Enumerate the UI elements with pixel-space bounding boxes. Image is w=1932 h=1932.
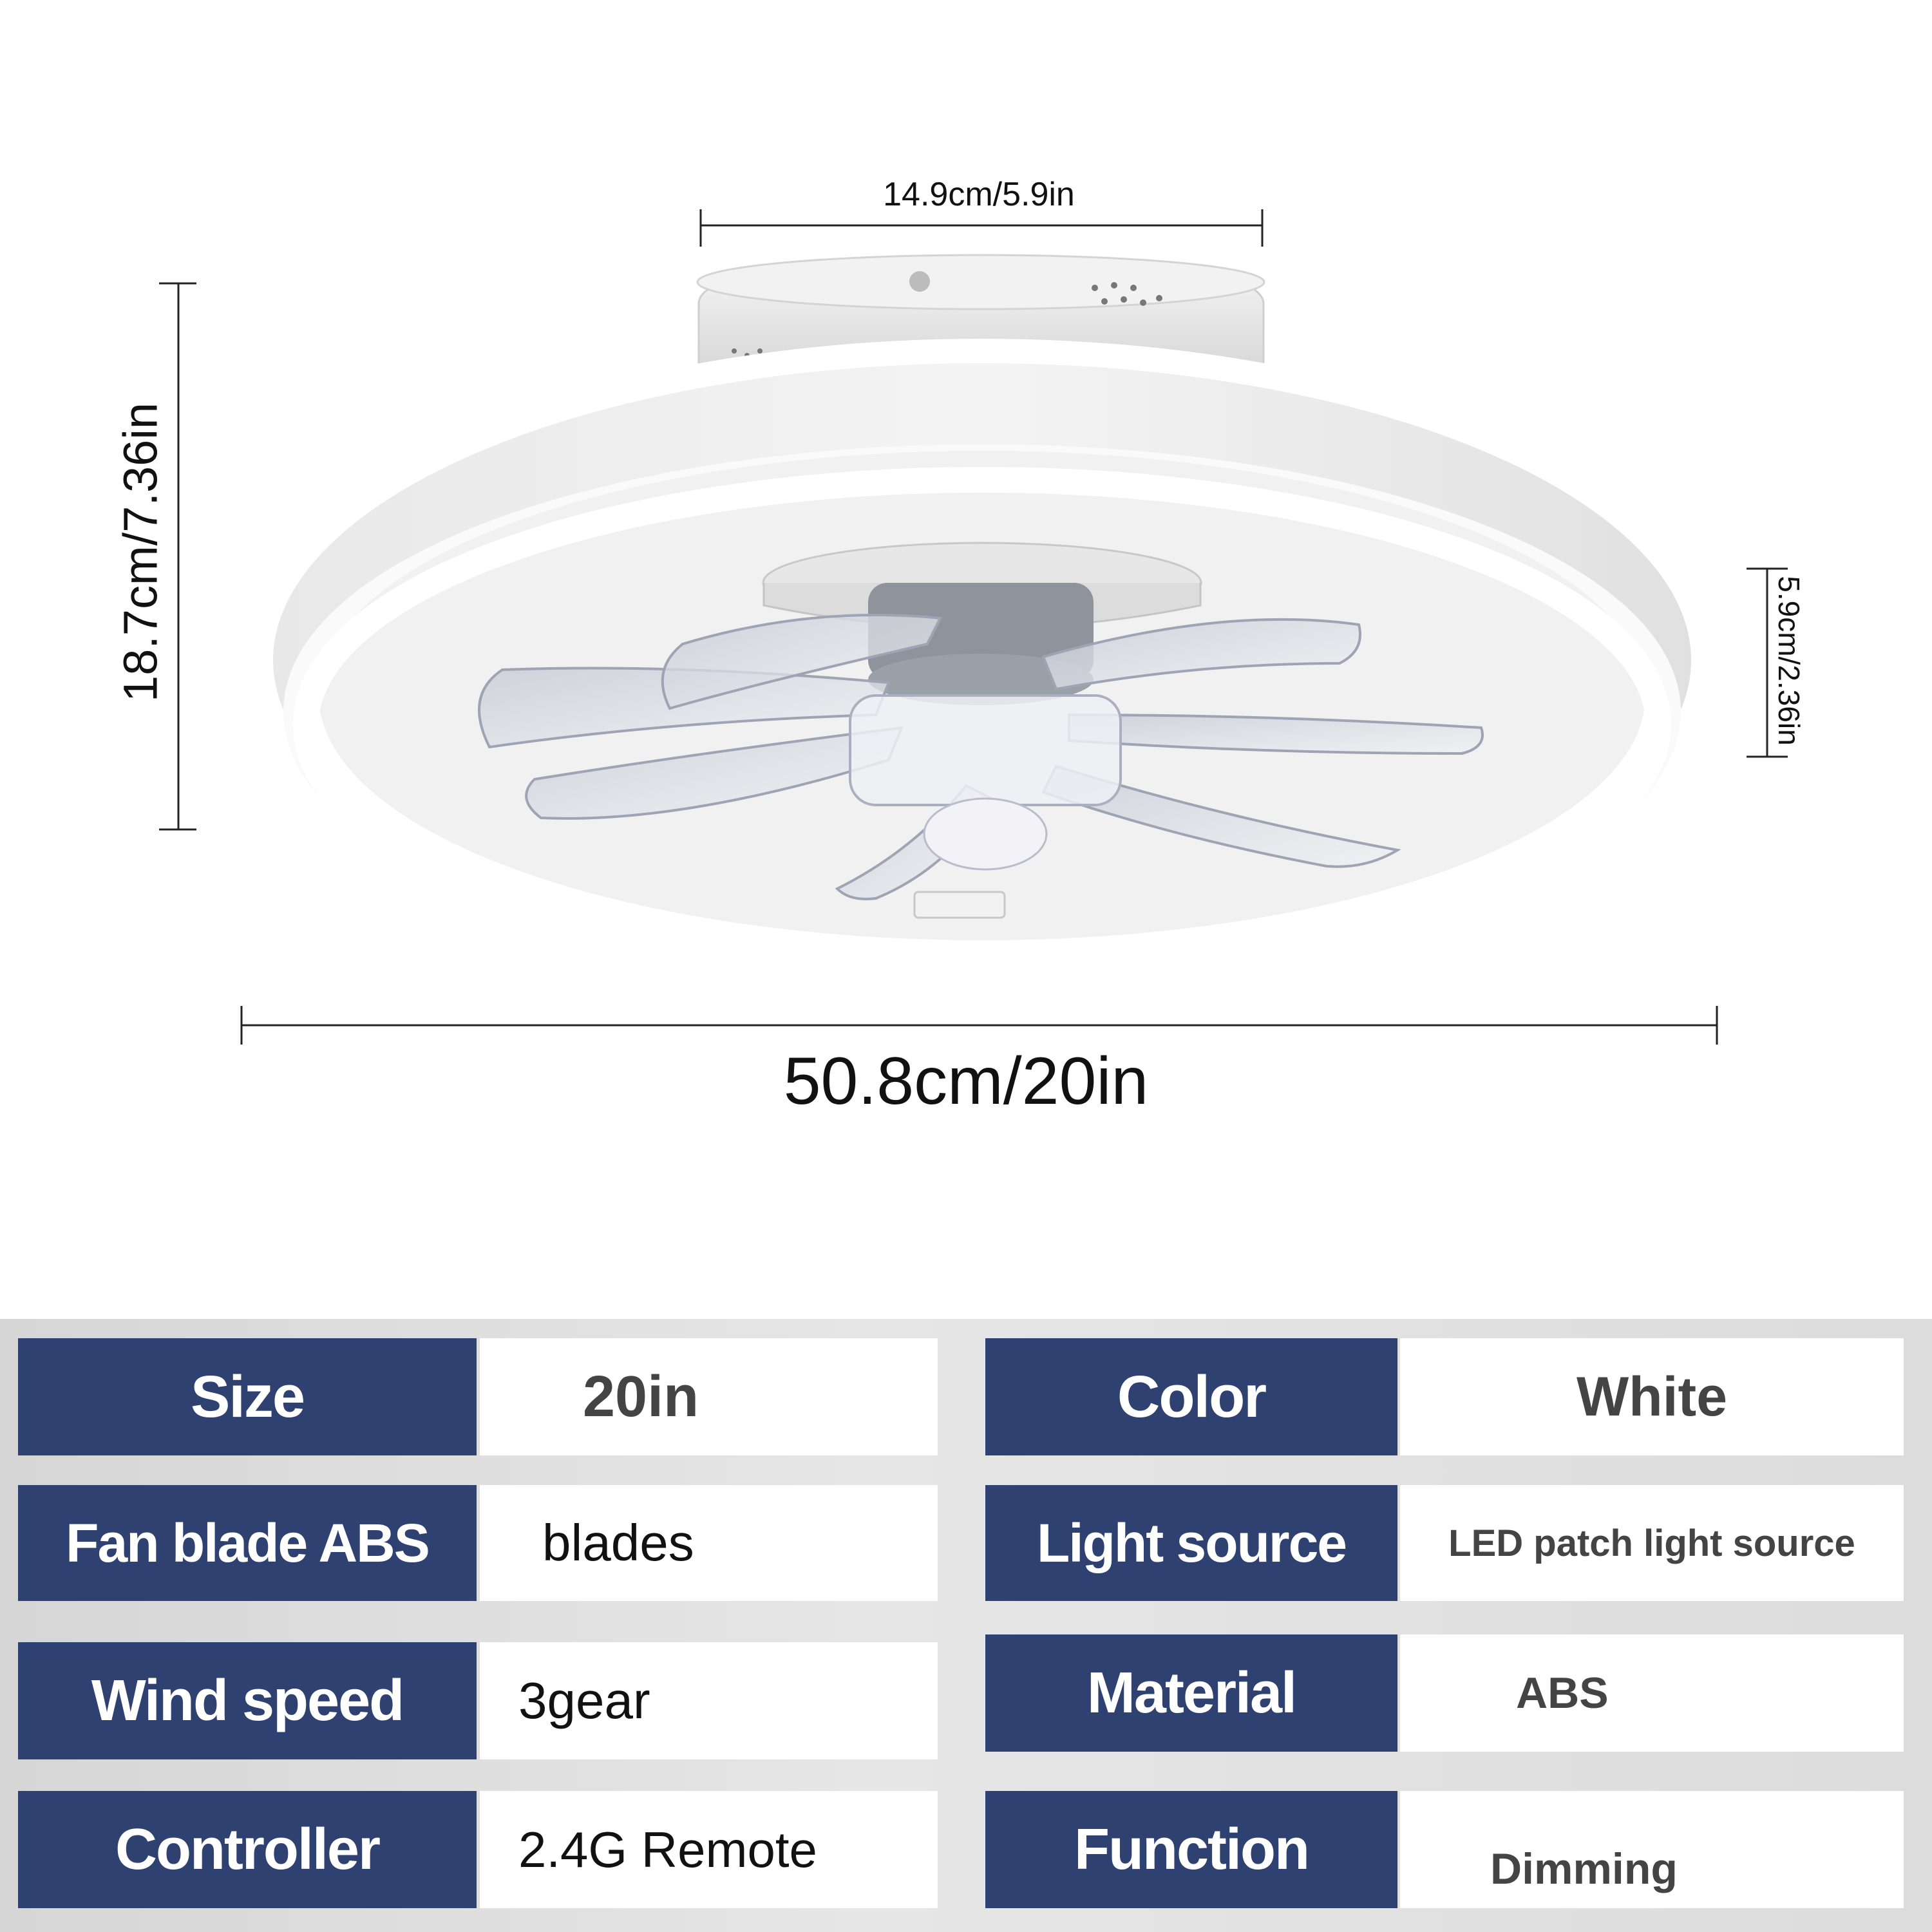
spec-label-controller: Controller bbox=[18, 1791, 477, 1908]
spec-value-material: ABS bbox=[1400, 1634, 1904, 1752]
spec-value-light-source: LED patch light source bbox=[1400, 1485, 1904, 1601]
spec-label-material: Material bbox=[985, 1634, 1397, 1752]
fan-blades bbox=[478, 614, 1484, 900]
dimension-depth: 5.9cm/2.36in bbox=[1772, 576, 1806, 746]
spec-value-controller: 2.4G Remote bbox=[480, 1791, 938, 1908]
spec-value-fan-blade: blades bbox=[480, 1485, 938, 1601]
ceiling-fan-light-illustration-icon bbox=[159, 209, 1788, 1045]
fan-motor-housing bbox=[762, 542, 1202, 705]
spec-label-function: Function bbox=[985, 1791, 1397, 1908]
ceiling-canopy bbox=[696, 254, 1265, 365]
dimension-top-width: 14.9cm/5.9in bbox=[883, 176, 1075, 213]
spec-label-size: Size bbox=[18, 1338, 477, 1455]
spec-value-function: Dimming bbox=[1400, 1791, 1904, 1908]
fan-hub bbox=[849, 694, 1122, 919]
dimension-diameter: 50.8cm/20in bbox=[783, 1044, 1149, 1119]
dimension-lines bbox=[159, 209, 1788, 1045]
spec-value-color: White bbox=[1400, 1338, 1904, 1455]
spec-table: Size 20in Color White Fan blade ABS blad… bbox=[0, 1319, 1932, 1932]
spec-label-fan-blade: Fan blade ABS bbox=[18, 1485, 477, 1601]
dimension-height: 18.7cm/7.36in bbox=[113, 402, 167, 702]
spec-value-size: 20in bbox=[480, 1338, 938, 1455]
spec-label-light-source: Light source bbox=[985, 1485, 1397, 1601]
spec-label-wind-speed: Wind speed bbox=[18, 1642, 477, 1759]
spec-label-color: Color bbox=[985, 1338, 1397, 1455]
spec-value-wind-speed: 3gear bbox=[480, 1642, 938, 1759]
